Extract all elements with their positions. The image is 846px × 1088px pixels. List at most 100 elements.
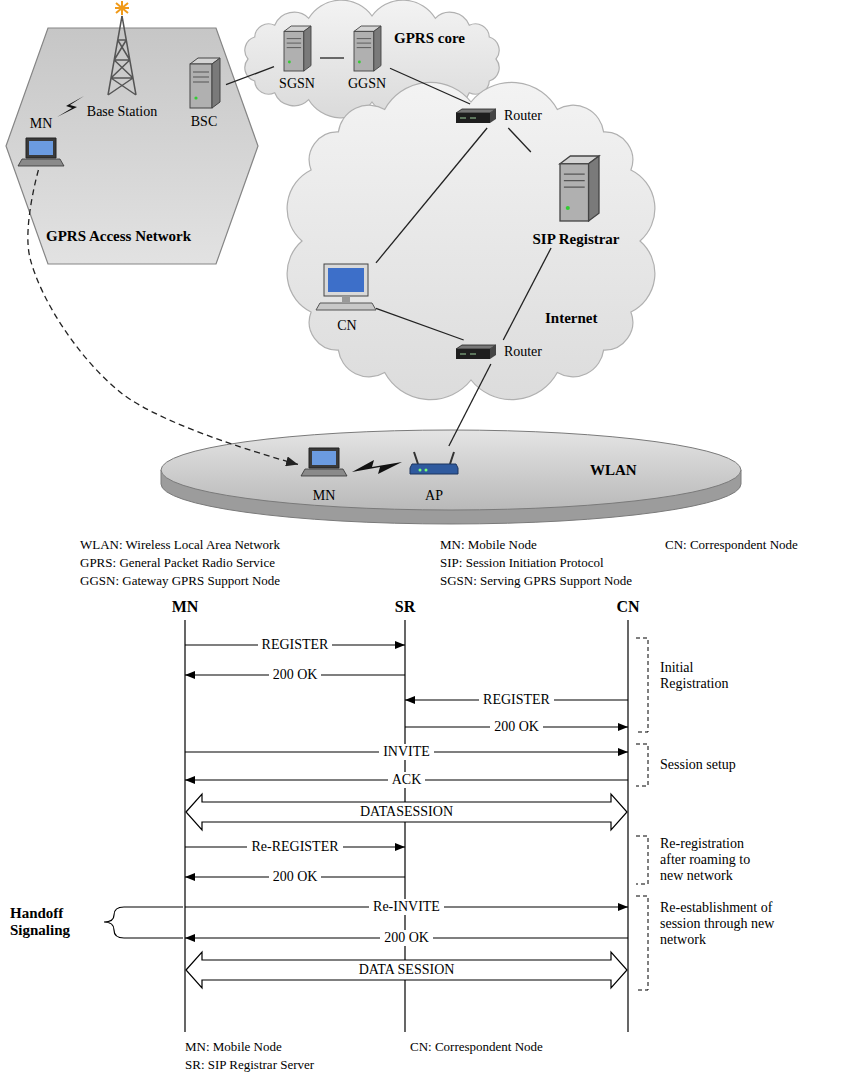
core-cloud-outline	[232, 0, 512, 118]
abbreviation-key-slot: MN: Mobile Node	[440, 538, 537, 553]
message-label: Re-INVITE	[369, 899, 444, 915]
sgsn-server: SGSN	[274, 24, 320, 92]
router-icon	[456, 345, 496, 359]
phase-bracket	[636, 638, 648, 990]
abbreviation-key: WLAN: Wireless Local Area Network	[80, 538, 280, 553]
core-cloud: SGSN GGSN GPRS core	[232, 0, 512, 118]
ggsn-server: GGSN	[344, 24, 390, 92]
abbreviation-key: SGSN: Serving GPRS Support Node	[440, 574, 632, 589]
region-title: Internet	[545, 310, 598, 327]
hexagon-outline	[6, 28, 258, 264]
mobile-node: MN	[16, 116, 66, 170]
server-icon	[190, 58, 220, 108]
antenna-burst	[115, 1, 129, 15]
abbreviation-key-slot: SIP: Session Initiation Protocol	[440, 556, 604, 571]
message-label: 200 OK	[380, 930, 433, 946]
lifeline-header: MN	[172, 598, 199, 616]
mobile-node: MN	[298, 446, 350, 504]
region-title: GPRS core	[394, 30, 465, 47]
correspondent-node: CN	[318, 262, 376, 334]
abbreviation-key-slot: GPRS: General Packet Radio Service	[80, 556, 275, 571]
node-label: SIP Registrar	[532, 231, 619, 248]
node-label: GGSN	[348, 76, 386, 92]
wlan-disk: MN AP WLAN	[158, 428, 744, 528]
handoff-note-slot: Handoff Signaling	[10, 905, 92, 940]
handoff-brace	[104, 907, 183, 938]
message-label-slot: ACK	[388, 772, 426, 788]
access-network-hexagon: Base StationBSC MN GPRS Access Network	[6, 28, 258, 264]
region-title: WLAN	[590, 462, 637, 479]
abbreviation-key: MN: Mobile Node	[185, 1040, 282, 1055]
abbreviation-key: GPRS: General Packet Radio Service	[80, 556, 275, 571]
message-label: REGISTER	[258, 637, 333, 653]
lifeline	[185, 620, 628, 1032]
node-label: BSC	[191, 114, 217, 130]
message-label: ACK	[388, 772, 426, 788]
phase-note: Re-registration after roaming to new net…	[660, 836, 770, 884]
disk-top	[161, 430, 741, 510]
lifeline-header: CN	[616, 598, 639, 616]
message-label: 200 OK	[269, 667, 322, 683]
abbreviation-key-slot: CN: Correspondent Node	[665, 538, 798, 553]
message-label-slot: 200 OK	[269, 667, 322, 683]
message-label: REGISTER	[479, 692, 554, 708]
abbreviation-key: GGSN: Gateway GPRS Support Node	[80, 574, 280, 589]
abbreviation-key: MN: Mobile Node	[440, 538, 537, 553]
lifeline-header-slot: MN	[172, 598, 199, 616]
router-icon	[456, 109, 496, 123]
node-label: CN	[337, 318, 356, 334]
abbreviation-key-slot: MN: Mobile Node	[185, 1040, 282, 1055]
message-label-slot: Re-REGISTER	[247, 839, 342, 855]
lifeline-header-slot: SR	[395, 598, 415, 616]
sip-registrar: SIP Registrar	[516, 152, 636, 248]
abbreviation-key-slot: SR: SIP Registrar Server	[185, 1058, 314, 1073]
abbreviation-key: CN: Correspondent Node	[410, 1040, 543, 1055]
message-label: 200 OK	[490, 719, 543, 735]
abbreviation-key: CN: Correspondent Node	[665, 538, 798, 553]
link-line	[320, 57, 344, 58]
data-session-arrow	[186, 952, 627, 988]
abbreviation-key: SR: SIP Registrar Server	[185, 1058, 314, 1073]
message-arrow	[185, 645, 628, 938]
message-label: Re-REGISTER	[247, 839, 342, 855]
abbreviation-key-slot: CN: Correspondent Node	[410, 1040, 543, 1055]
access-point: AP	[405, 446, 463, 504]
message-label-slot: INVITE	[379, 744, 434, 760]
session-label-slot: DATASESSION	[356, 804, 457, 820]
phase-note-slot: Initial Registration	[660, 660, 755, 692]
message-label-slot: 200 OK	[380, 930, 433, 946]
phase-note-slot: Re-registration after roaming to new net…	[660, 836, 770, 884]
message-label-slot: REGISTER	[258, 637, 333, 653]
server-icon	[284, 26, 311, 71]
bsc-server: BSC	[182, 56, 226, 130]
phase-note: Session setup	[660, 757, 736, 773]
router: Router	[452, 104, 542, 128]
server-icon	[354, 26, 381, 71]
node-label: MN	[30, 116, 53, 132]
handoff-note: Handoff Signaling	[10, 905, 92, 940]
abbreviation-key-slot: WLAN: Wireless Local Area Network	[80, 538, 280, 553]
server-icon	[560, 156, 599, 221]
internet-cloud: RouterCNSIP RegistrarRouterInternet	[286, 86, 656, 396]
lifeline-header: SR	[395, 598, 415, 616]
session-label: DATA SESSION	[355, 962, 459, 978]
data-session-arrow	[186, 794, 627, 830]
phase-note: Re-establishment of session through new …	[660, 900, 776, 948]
base-station: Base Station	[78, 4, 166, 120]
message-label-slot: 200 OK	[269, 869, 322, 885]
abbreviation-key: SIP: Session Initiation Protocol	[440, 556, 604, 571]
node-label: Router	[504, 344, 542, 360]
region-title: GPRS Access Network	[46, 228, 191, 245]
phase-note: Initial Registration	[660, 660, 755, 692]
node-label: SGSN	[279, 76, 315, 92]
cloud-outline	[245, 0, 499, 118]
session-label: DATASESSION	[356, 804, 457, 820]
message-label-slot: REGISTER	[479, 692, 554, 708]
wlan-disk-outline	[158, 428, 744, 528]
message-label-slot: 200 OK	[490, 719, 543, 735]
abbreviation-key-slot: GGSN: Gateway GPRS Support Node	[80, 574, 280, 589]
node-label: Router	[504, 108, 542, 124]
message-label-slot: Re-INVITE	[369, 899, 444, 915]
node-label: Base Station	[87, 104, 157, 120]
